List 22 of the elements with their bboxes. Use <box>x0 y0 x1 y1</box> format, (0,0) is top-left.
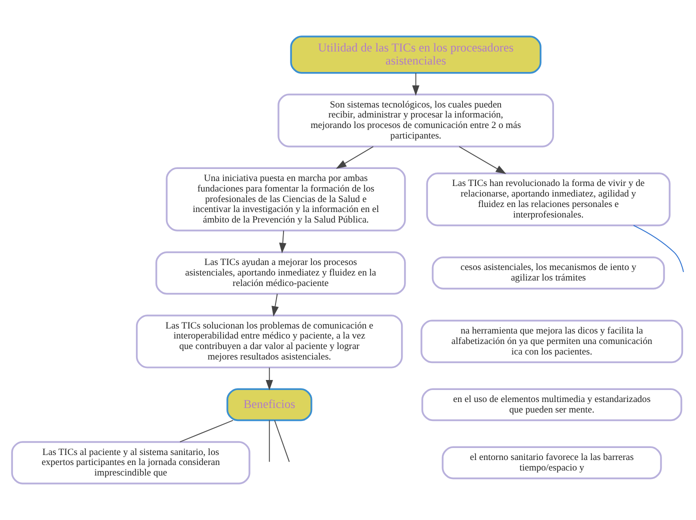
node-box: Utilidad de las TICs en los procesadores asistenciales <box>290 36 542 74</box>
node-box: Las TICs solucionan los problemas de comunicación e interoperabilidad entre médico y paciente, a la vez que contribuyen a dar valor al paciente y lograr mejores resultados asistenciales. <box>136 314 403 368</box>
connector <box>180 420 234 442</box>
connector <box>633 225 684 272</box>
node-box: Las TICs han revolucionado la forma de vivir y de relacionarse, aportando inmediatez, agilidad y fluidez en las relaciones personales e interprofesionales. <box>426 172 671 226</box>
connector <box>268 420 270 462</box>
node-box: Beneficios <box>226 388 312 422</box>
node-box: na herramienta que mejora las dicos y facilita la alfabetización ón ya que permiten una comunicación ica con los pacientes. <box>420 320 684 364</box>
connector <box>274 420 290 462</box>
node-box: Las TICs ayudan a mejorar los procesos asistenciales, aportando inmediatez y fluidez en la relación médico-paciente <box>155 251 406 295</box>
arrow <box>272 293 279 317</box>
node-box: Una iniciativa puesta en marcha por ambas fundaciones para fomentar la formación de los profesionales de las Ciencias de la Salud e incentivar la investigación y la información en el ámbito de la Prevención y la Salud Pública. <box>166 167 406 232</box>
node-box: Son sistemas tecnológicos, los cuales pueden recibir, administrar y procesar la información, mejorando los procesos de comunicación entre 2 o más participantes. <box>278 94 554 148</box>
node-box: Las TICs al paciente y al sistema sanitario, los expertos participantes en la jornada consideran imprescindible que <box>11 441 250 484</box>
arrow <box>266 367 274 390</box>
arrow <box>458 146 506 174</box>
arrow <box>279 230 286 254</box>
arrow <box>336 146 374 169</box>
arrow <box>412 72 420 96</box>
node-box: cesos asistenciales, los mecanismos de iento y agilizar los trámites <box>432 256 665 290</box>
node-box: el entorno sanitario favorece la las barreras tiempo/espacio y <box>442 446 662 480</box>
node-box: en el uso de elementos multimedia y estandarizados que pueden ser mente. <box>421 388 682 422</box>
